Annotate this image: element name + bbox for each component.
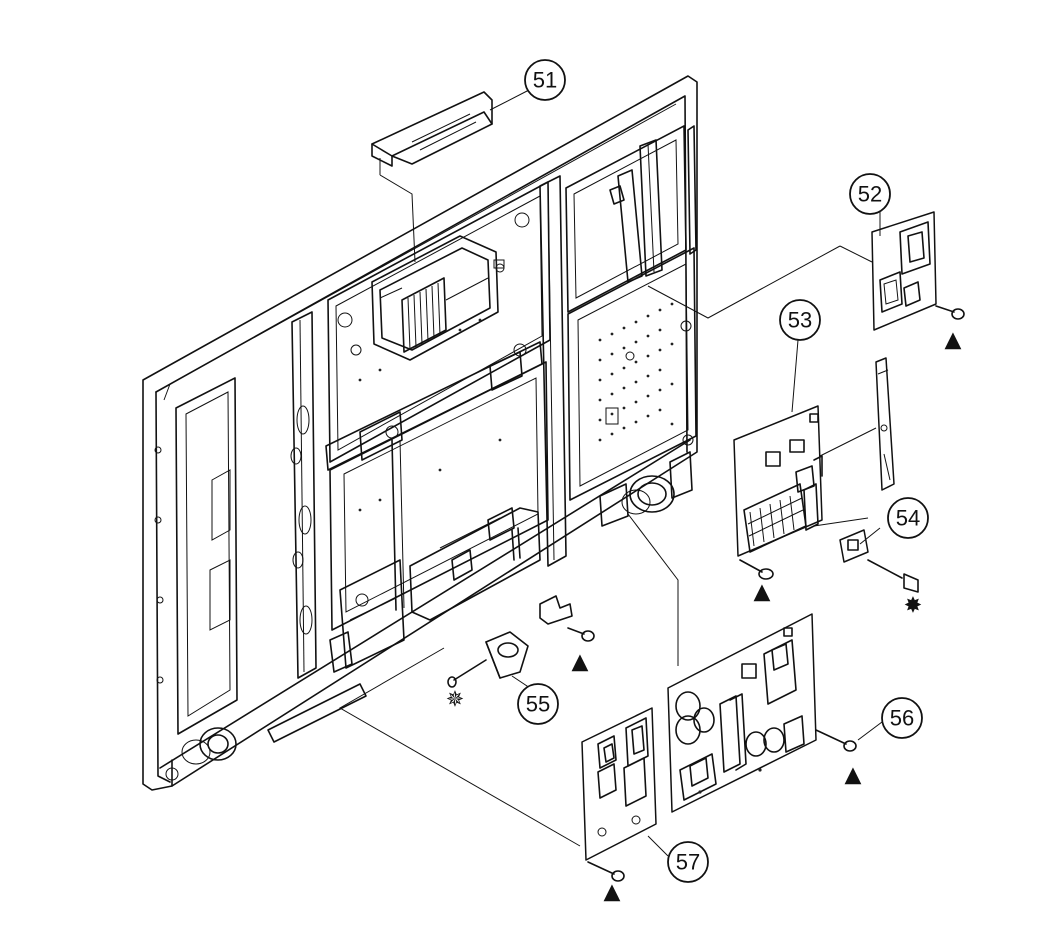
part-57-board — [581, 707, 657, 861]
callout-56: 56 — [881, 697, 923, 739]
screw-55-left — [447, 659, 487, 688]
callout-label-56: 56 — [890, 706, 914, 731]
triangle-icon-53: ▲ — [754, 580, 771, 605]
triangle-icon-56: ▲ — [845, 763, 862, 788]
callout-55: 55 — [517, 683, 559, 725]
screw-52 — [935, 305, 965, 320]
part-51-bracket — [371, 91, 493, 263]
callout-label-52: 52 — [858, 182, 882, 207]
callout-label-54: 54 — [896, 506, 920, 531]
heatsink-fins — [401, 277, 447, 353]
screw-53 — [739, 559, 774, 580]
callout-label-53: 53 — [788, 308, 812, 333]
speaker-right — [599, 475, 675, 527]
screw-56 — [815, 729, 857, 752]
screw-54 — [867, 559, 919, 593]
part-55-bracket — [539, 595, 573, 625]
star-outline-icon-55: ✵ — [446, 688, 464, 713]
screw-55-right — [567, 627, 595, 642]
panel-dots — [358, 302, 674, 512]
callout-label-57: 57 — [676, 850, 700, 875]
part-55-clamp — [485, 631, 529, 679]
part-53-board — [733, 405, 823, 557]
speaker-left — [165, 727, 237, 781]
callout-54: 54 — [887, 497, 929, 539]
callout-57: 57 — [667, 841, 709, 883]
callout-label-55: 55 — [526, 692, 550, 717]
part-54-vertical-board — [875, 357, 895, 491]
triangle-icon-57: ▲ — [604, 880, 621, 905]
callout-53: 53 — [779, 299, 821, 341]
callout-label-51: 51 — [533, 68, 557, 93]
part-52-board — [871, 211, 937, 331]
star-solid-icon-54: ✸ — [904, 594, 922, 619]
callout-52: 52 — [849, 173, 891, 215]
callout-51: 51 — [524, 59, 566, 101]
part-54-small-board — [839, 529, 869, 563]
triangle-icon-55: ▲ — [572, 650, 589, 675]
triangle-icon-52: ▲ — [945, 328, 962, 353]
part-56-board — [667, 613, 817, 813]
symbol-markers: ▲ ▲ ✸ ▲ ✵ ▲ ▲ — [446, 328, 962, 905]
screw-57 — [587, 861, 625, 882]
leader-lines — [338, 89, 883, 857]
tv-chassis — [142, 75, 698, 791]
